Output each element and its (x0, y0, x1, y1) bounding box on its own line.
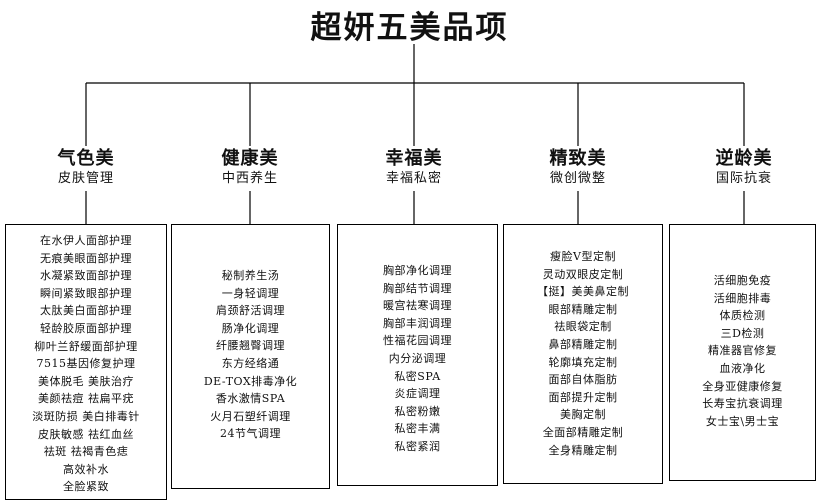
list-item: 眼部精雕定制 (548, 302, 618, 316)
list-item: 火月石塑纤调理 (210, 409, 291, 423)
list-item: 7515基因修复护理 (36, 357, 136, 371)
list-item: 太肽美白面部护理 (40, 304, 132, 318)
list-item: 水凝紧致面部护理 (40, 269, 132, 283)
category-jiankang: 健康美 中西养生 (180, 148, 320, 188)
list-item: 私密丰满 (394, 422, 441, 436)
list-item: 全脸紧致 (63, 480, 109, 494)
list-item: 体质检测 (719, 309, 766, 323)
category-subtitle: 皮肤管理 (57, 171, 114, 186)
list-item: 香水激情SPA (215, 392, 286, 406)
item-list-xingfu: 胸部净化调理 胸部结节调理 暖宫祛寒调理 胸部丰润调理 性福花园调理 内分泌调理… (337, 224, 498, 486)
list-item: 全面部精雕定制 (542, 425, 624, 439)
list-item: 私密SPA (394, 369, 441, 383)
list-item: 在水伊人面部护理 (40, 234, 132, 247)
category-subtitle: 国际抗衰 (715, 171, 772, 186)
list-item: 轻龄胶原面部护理 (40, 321, 132, 335)
category-name: 逆龄美 (715, 148, 773, 169)
list-item: 长寿宝抗衰调理 (702, 397, 783, 411)
list-item: 肩颈舒活调理 (216, 304, 285, 318)
category-niling: 逆龄美 国际抗衰 (674, 148, 814, 188)
list-item: 胸部净化调理 (383, 264, 452, 277)
category-name: 幸福美 (385, 148, 443, 169)
list-item: 柳叶兰舒缓面部护理 (34, 339, 138, 353)
category-name: 气色美 (57, 148, 115, 169)
list-item: 全身精雕定制 (548, 443, 618, 457)
list-item: 胸部丰润调理 (383, 316, 452, 330)
list-item: 轮廓填充定制 (548, 355, 618, 369)
list-item: 面部自体脂肪 (548, 373, 618, 387)
list-item: 活细胞排毒 (713, 291, 772, 305)
list-item: 【挺】美美鼻定制 (537, 285, 629, 299)
list-item: 暖宫祛寒调理 (383, 299, 452, 313)
category-subtitle: 中西养生 (221, 171, 278, 186)
list-item: 私密紧润 (394, 439, 441, 453)
list-item: 炎症调理 (394, 387, 441, 401)
list-item: 纤腰翘臀调理 (216, 339, 285, 353)
list-item: 瘦脸V型定制 (550, 250, 616, 263)
category-name: 精致美 (549, 148, 607, 169)
list-item: 三D检测 (720, 326, 765, 340)
list-item: 肠净化调理 (221, 321, 280, 335)
category-name: 健康美 (221, 148, 279, 169)
list-item: 美胸定制 (560, 408, 606, 422)
list-item: 高效补水 (63, 462, 109, 476)
list-item: DE-TOX排毒净化 (203, 374, 298, 388)
list-item: 祛眼袋定制 (554, 320, 612, 334)
list-item: 性福花园调理 (383, 334, 452, 348)
list-item: 内分泌调理 (388, 351, 447, 365)
category-jingzhi: 精致美 微创微整 (508, 148, 648, 188)
list-item: 祛斑 祛褐青色痣 (43, 445, 129, 459)
list-item: 淡斑防损 美白排毒针 (32, 409, 140, 423)
list-item: 女士宝\男士宝 (705, 414, 780, 428)
list-item: 血液净化 (719, 361, 766, 375)
item-list-qise: 在水伊人面部护理 无痕美眼面部护理 水凝紧致面部护理 瞬间紧致眼部护理 太肽美白… (5, 224, 167, 500)
item-list-niling: 活细胞免疫 活细胞排毒 体质检测 三D检测 精准器官修复 血液净化 全身亚健康修… (669, 224, 816, 481)
list-item: 面部提升定制 (548, 390, 618, 404)
list-item: 精准器官修复 (708, 344, 777, 358)
list-item: 灵动双眼皮定制 (542, 267, 624, 281)
list-item: 美体脱毛 美肤治疗 (38, 374, 134, 388)
list-item: 美颜祛痘 祛扁平疣 (38, 392, 134, 406)
list-item: 一身轻调理 (221, 286, 280, 300)
category-qise: 气色美 皮肤管理 (16, 148, 156, 188)
list-item: 东方经络通 (221, 356, 280, 370)
category-subtitle: 微创微整 (549, 171, 606, 186)
list-item: 私密粉嫩 (394, 404, 441, 418)
list-item: 胸部结节调理 (383, 281, 452, 295)
category-xingfu: 幸福美 幸福私密 (344, 148, 484, 188)
list-item: 秘制养生汤 (221, 269, 280, 282)
list-item: 无痕美眼面部护理 (40, 251, 132, 265)
list-item: 活细胞免疫 (713, 274, 772, 287)
list-item: 24节气调理 (220, 427, 281, 441)
list-item: 全身亚健康修复 (702, 379, 783, 393)
category-subtitle: 幸福私密 (385, 171, 442, 186)
list-item: 瞬间紧致眼部护理 (40, 286, 132, 300)
item-list-jingzhi: 瘦脸V型定制 灵动双眼皮定制 【挺】美美鼻定制 眼部精雕定制 祛眼袋定制 鼻部精… (503, 224, 663, 484)
list-item: 鼻部精雕定制 (548, 337, 618, 351)
item-list-jiankang: 秘制养生汤 一身轻调理 肩颈舒活调理 肠净化调理 纤腰翘臀调理 东方经络通 DE… (171, 224, 330, 489)
diagram-title: 超妍五美品项 (310, 10, 509, 46)
list-item: 皮肤敏感 祛红血丝 (38, 427, 134, 441)
